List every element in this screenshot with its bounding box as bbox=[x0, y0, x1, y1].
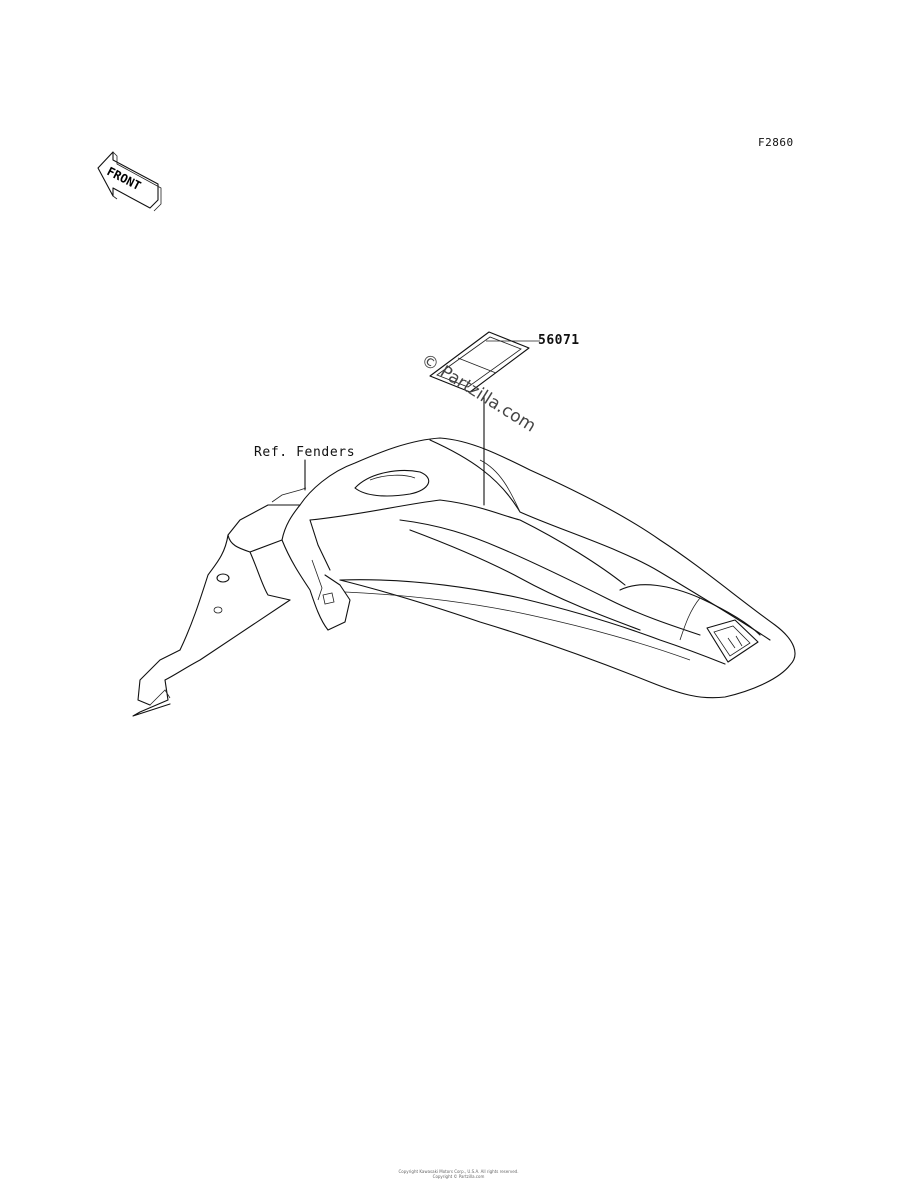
callout-ref-fenders: Ref. Fenders bbox=[254, 445, 356, 460]
decal-part bbox=[429, 331, 540, 393]
footer: Copyright Kawasaki Motors Corp., U.S.A. … bbox=[0, 1169, 917, 1179]
front-arrow-label: FRONT bbox=[105, 164, 144, 193]
figure-code: F2860 bbox=[758, 136, 794, 149]
rear-fender bbox=[132, 437, 796, 717]
footer-line-1: Copyright Kawasaki Motors Corp., U.S.A. … bbox=[398, 1169, 519, 1174]
callout-decal-part-number: 56071 bbox=[538, 333, 580, 348]
footer-line-2: Copyright © Partzilla.com bbox=[432, 1174, 485, 1179]
front-arrow-icon: FRONT bbox=[97, 151, 162, 212]
